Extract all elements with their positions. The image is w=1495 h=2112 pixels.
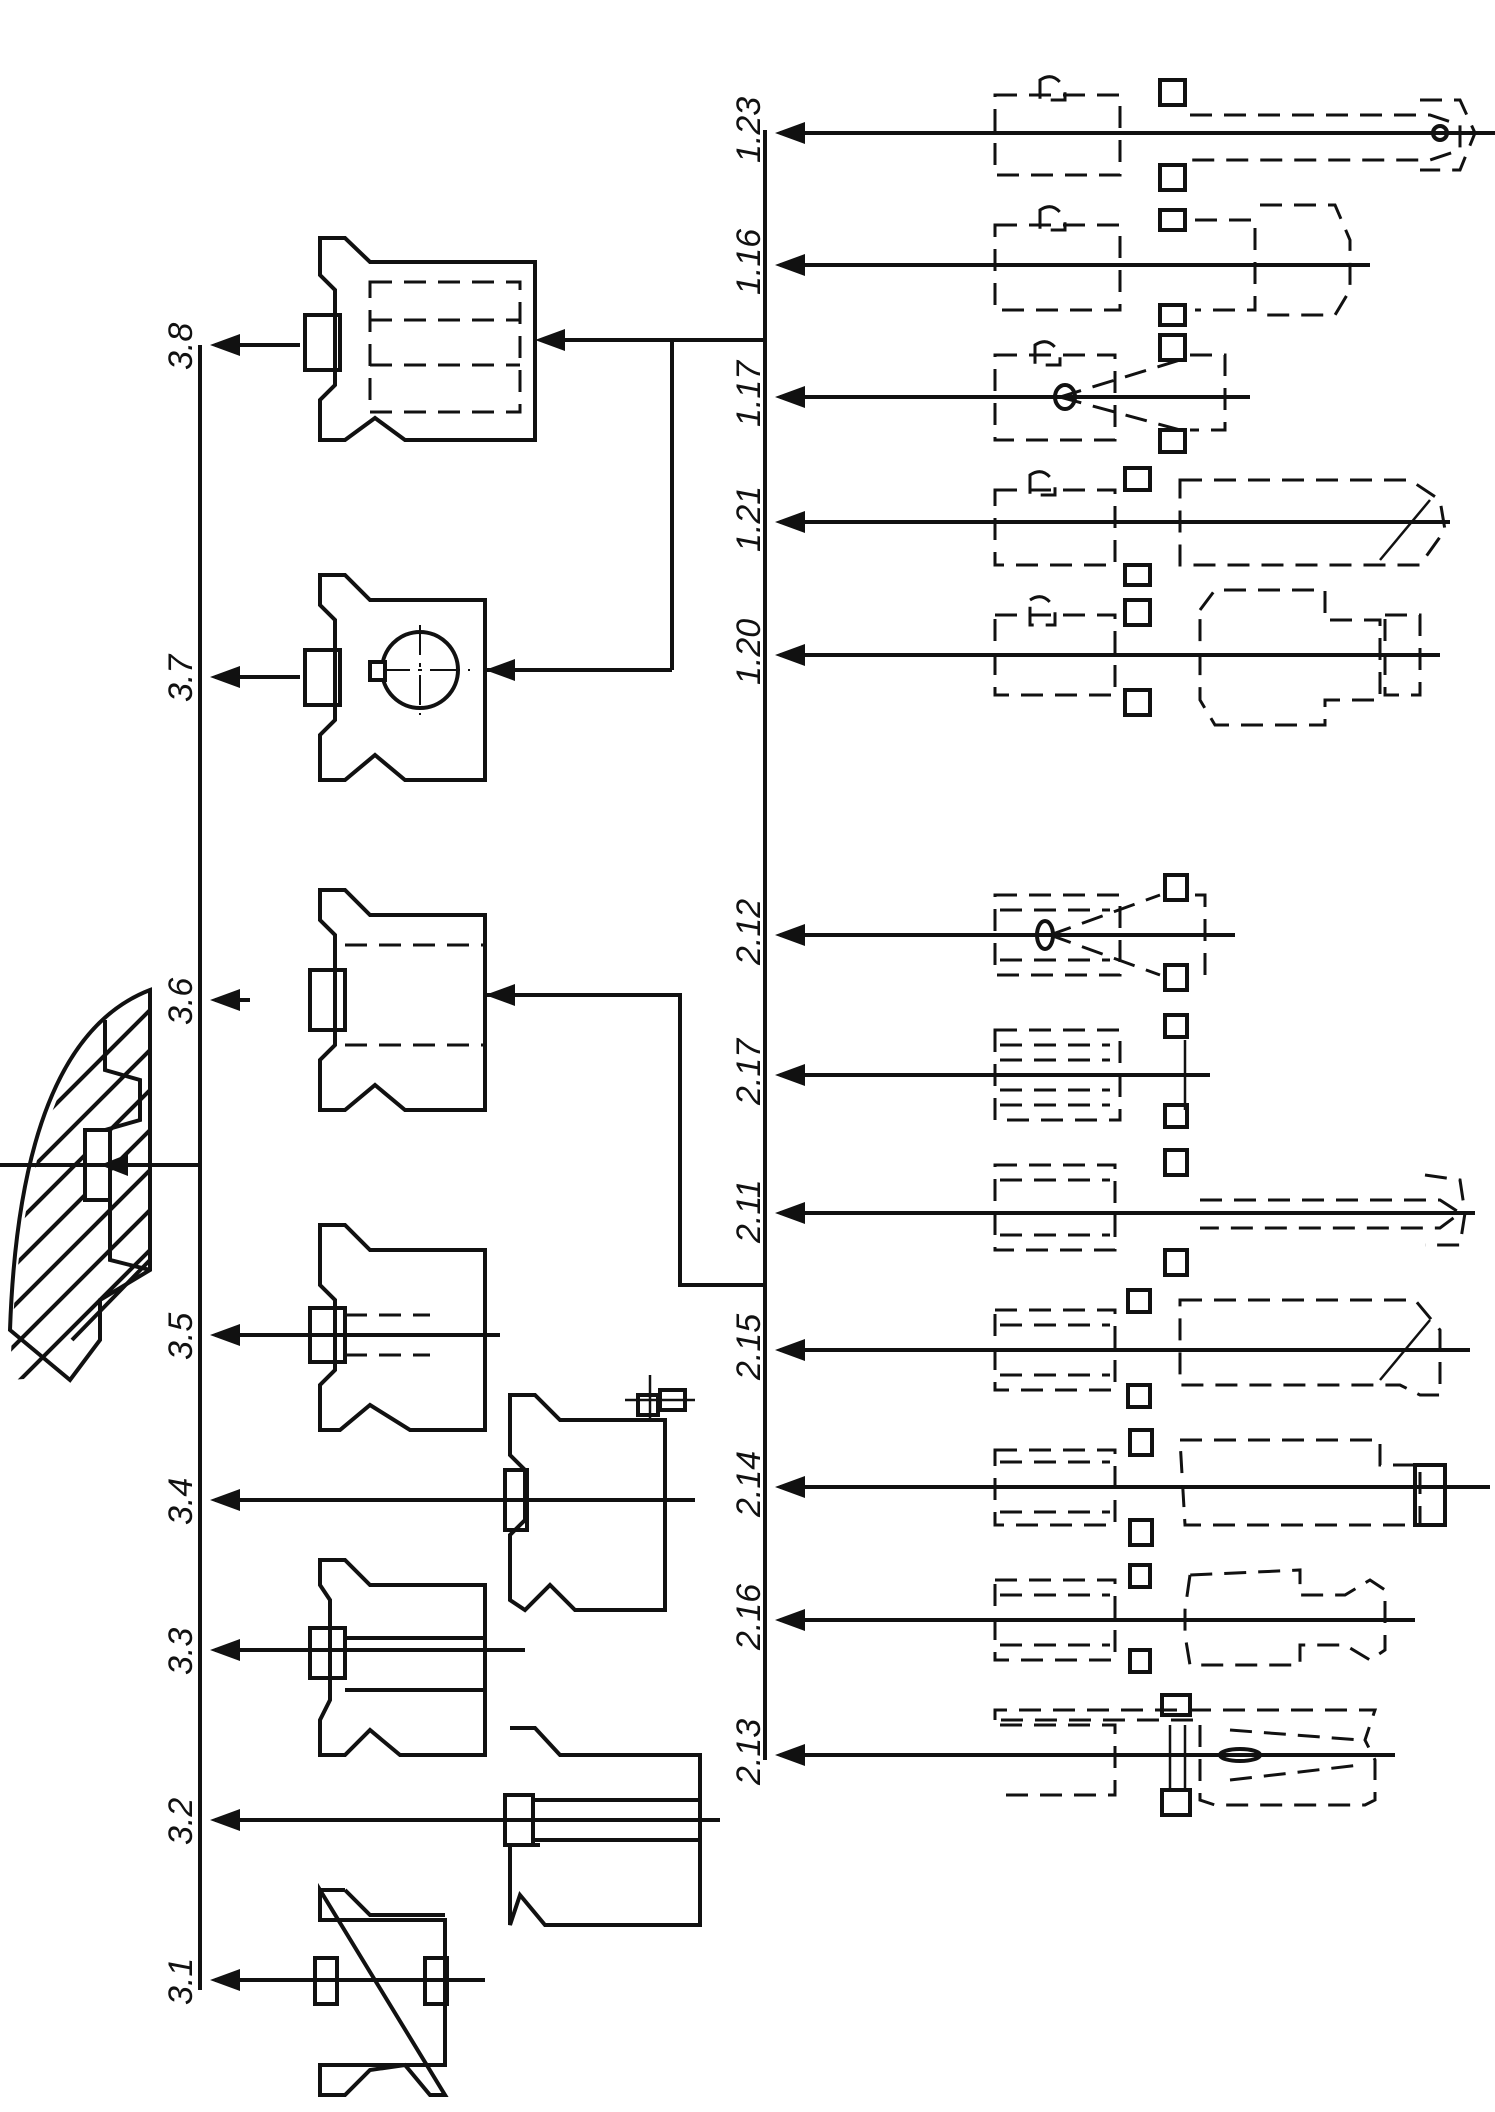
label-2-12: 2.12: [730, 899, 768, 966]
label-3-7: 3.7: [162, 654, 200, 702]
tool-arrows: [775, 122, 1495, 1766]
fixture-3-7: [303, 573, 487, 782]
label-1-20: 1.20: [730, 619, 768, 685]
label-2-17: 2.17: [730, 1038, 768, 1106]
tool-1-23: [993, 75, 1477, 192]
fixture-3-1: [313, 1882, 485, 2097]
fixture-3-6: [308, 888, 487, 1112]
tool-1-21: [993, 466, 1447, 587]
label-1-23: 1.23: [730, 97, 768, 163]
fixture-3-5: [308, 1223, 487, 1432]
label-3-4: 3.4: [162, 1478, 200, 1525]
connector-lines: [198, 130, 767, 1990]
tool-2-12: [993, 873, 1207, 992]
label-3-3: 3.3: [162, 1628, 200, 1675]
tool-labels: 2.13 2.16 2.14 2.15 2.11 2.17 2.12 1.20 …: [730, 97, 768, 1786]
machine-plate-section: [0, 987, 200, 1383]
fixture-3-8: [303, 236, 537, 442]
label-2-14: 2.14: [730, 1451, 768, 1518]
tool-2-15: [993, 1288, 1442, 1409]
label-3-5: 3.5: [162, 1313, 200, 1360]
fixture-3-4: [503, 1375, 695, 1613]
fixture-arrows: [210, 334, 720, 1991]
label-3-1: 3.1: [162, 1958, 200, 2005]
tool-2-16: [993, 1563, 1387, 1674]
label-1-17: 1.17: [730, 360, 768, 427]
label-1-21: 1.21: [730, 486, 768, 552]
label-2-16: 2.16: [730, 1584, 768, 1651]
tool-1-20: [993, 588, 1422, 727]
label-3-2: 3.2: [162, 1798, 200, 1845]
tool-1-16: [993, 203, 1352, 327]
fixture-3-3: [308, 1558, 487, 1757]
label-2-13: 2.13: [730, 1719, 768, 1786]
fixture-labels: 3.1 3.2 3.3 3.4 3.5 3.6 3.7 3.8: [162, 323, 200, 2005]
tool-2-14: [993, 1428, 1447, 1547]
fixture-3-2: [503, 1726, 702, 1927]
label-2-15: 2.15: [730, 1314, 768, 1381]
label-3-6: 3.6: [162, 978, 200, 1025]
label-1-16: 1.16: [730, 229, 768, 295]
tool-2-13: [993, 1693, 1378, 1817]
tool-1-17: [993, 333, 1227, 454]
tool-2-17: [993, 1013, 1189, 1129]
label-2-11: 2.11: [730, 1179, 768, 1244]
label-3-8: 3.8: [162, 323, 200, 370]
tool-2-11: [993, 1148, 1467, 1277]
